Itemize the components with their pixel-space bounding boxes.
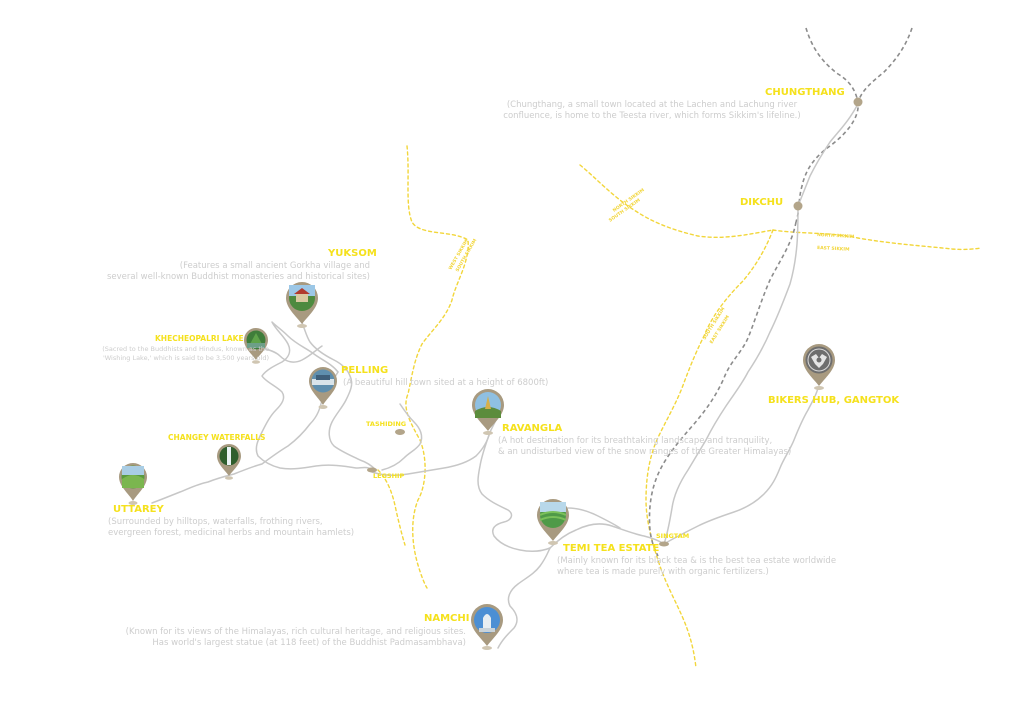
singtam-dot-icon[interactable] [659, 541, 669, 547]
label-khecheopalri: KHECHEOPALRI LAKE [155, 334, 244, 343]
dikchu-dot-icon[interactable] [793, 201, 803, 211]
tashiding-dot-icon[interactable] [395, 429, 405, 435]
label-gangtok: BIKERS HUB, GANGTOK [768, 395, 900, 406]
road-singtam-gangtok [663, 387, 819, 545]
changey-pin-icon[interactable] [217, 444, 241, 480]
dot-markers [367, 97, 863, 547]
desc-ravangla: (A hot destination for its breathtaking … [498, 436, 792, 457]
label-uttarey: UTTAREY [113, 504, 164, 515]
boundary-dashed [648, 27, 913, 557]
desc-namchi: (Known for its views of the Himalayas, r… [125, 627, 466, 648]
label-ravangla: RAVANGLA [502, 423, 563, 434]
border-south-east [645, 229, 774, 669]
desc-pelling: (A beautiful hill town sited at a height… [343, 378, 549, 388]
label-dikchu: DIKCHU [740, 197, 784, 208]
district-borders [377, 145, 982, 669]
label-chungthang: CHUNGTHANG [765, 87, 845, 98]
label-changey: CHANGEY WATERFALLS [168, 433, 266, 442]
roads [151, 101, 859, 649]
label-namchi: NAMCHI [424, 613, 470, 624]
road-tashiding-legship [381, 403, 423, 471]
desc-temi: (Mainly known for its black tea & is the… [557, 556, 837, 577]
namchi-pin-icon[interactable] [471, 604, 503, 650]
label-pelling: PELLING [341, 365, 389, 376]
border-north-east [772, 229, 982, 251]
road-ravangla-temi [477, 431, 551, 553]
label-singtam: SINGTAM [656, 532, 690, 540]
label-yuksom: YUKSOM [328, 248, 377, 259]
road-yuksom-pelling [299, 317, 377, 471]
label-east-sikkim: EAST SIKKIM [817, 245, 850, 253]
road-pelling-loop [255, 321, 373, 471]
label-legship: LEGSHIP [373, 472, 405, 480]
uttarey-pin-icon[interactable] [119, 463, 147, 505]
road-legship-ravangla [371, 419, 497, 477]
road-singtam-dikchu [663, 205, 799, 545]
label-tashiding: TASHIDING [366, 420, 407, 428]
desc-uttarey: (Surrounded by hilltops, waterfalls, fro… [108, 517, 355, 538]
road-dikchu-chungthang [797, 101, 859, 207]
border-north-south [579, 164, 774, 239]
label-north-sikkim-b: NORTH SIKKIM [817, 232, 855, 240]
desc-khecheopalri: (Sacred to the Buddhists and Hindus, kno… [102, 345, 269, 362]
ravangla-pin-icon[interactable] [472, 389, 504, 435]
photo-pins [119, 282, 835, 650]
desc-yuksom: (Features a small ancient Gorkha village… [106, 261, 370, 282]
label-temi: TEMI TEA ESTATE [563, 543, 660, 554]
border-west-south [405, 145, 469, 589]
chungthang-dot-icon[interactable] [853, 97, 863, 107]
temi-pin-icon[interactable] [537, 499, 569, 545]
desc-chungthang: (Chungthang, a small town located at the… [503, 100, 801, 121]
khecheopalri-pin-icon[interactable] [244, 328, 268, 364]
road-namchi-temi [497, 547, 551, 649]
pelling-pin-icon[interactable] [309, 367, 337, 409]
road-temi-singtam [549, 523, 665, 549]
gangtok-logo-pin-icon[interactable] [803, 344, 835, 390]
yuksom-pin-icon[interactable] [286, 282, 318, 328]
border-south-legship [377, 469, 406, 546]
road-khecheopalri [261, 345, 323, 363]
legship-dot-icon[interactable] [367, 467, 377, 473]
